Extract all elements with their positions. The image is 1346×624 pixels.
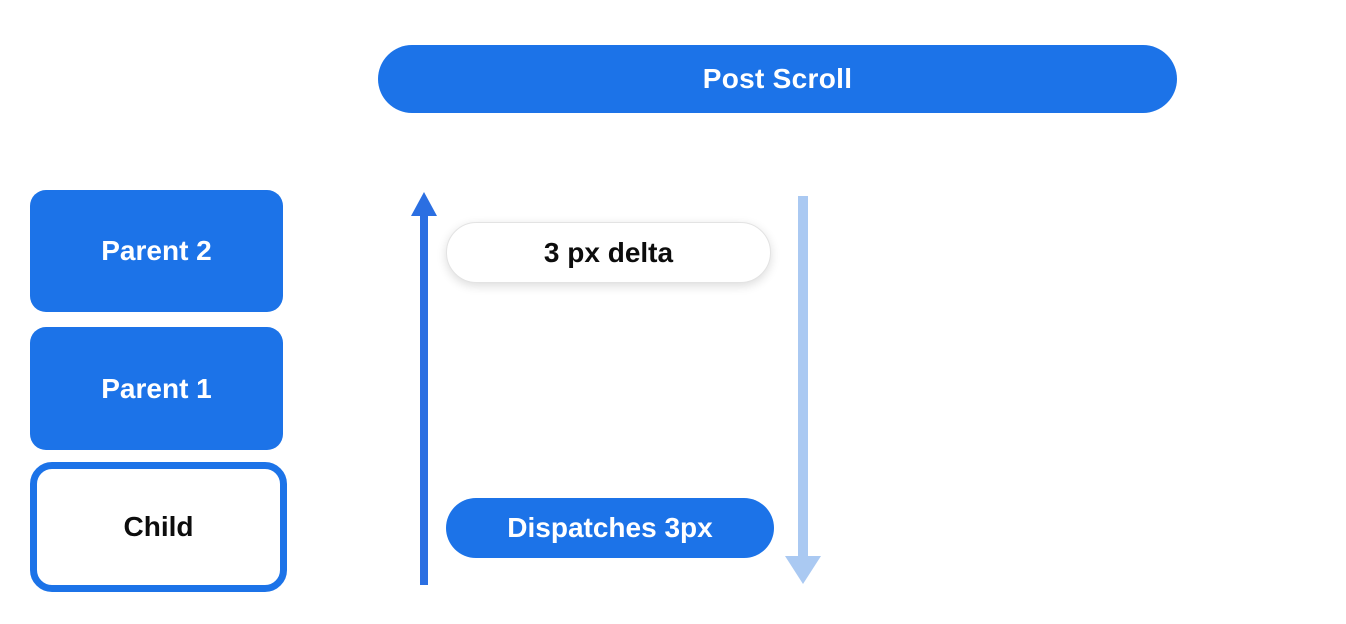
arrow-down-head-icon: [785, 556, 821, 584]
arrow-down-icon: [798, 196, 808, 556]
dispatch-label: Dispatches 3px: [507, 512, 713, 543]
delta-label: 3 px delta: [543, 236, 674, 268]
parent1-label: Parent 1: [101, 372, 212, 404]
post-scroll-header-pill: Post Scroll: [378, 45, 1177, 113]
arrow-up-head-icon: [411, 192, 437, 216]
post-scroll-label: Post Scroll: [702, 63, 853, 94]
child-box: Child: [30, 462, 287, 592]
parent2-box: Parent 2: [30, 190, 283, 312]
parent1-box: Parent 1: [30, 327, 283, 450]
delta-pill: 3 px delta: [446, 222, 771, 283]
arrow-up-icon: [420, 212, 428, 585]
dispatch-pill: Dispatches 3px: [446, 498, 774, 558]
child-label: Child: [123, 511, 194, 542]
parent2-label: Parent 2: [101, 235, 212, 266]
